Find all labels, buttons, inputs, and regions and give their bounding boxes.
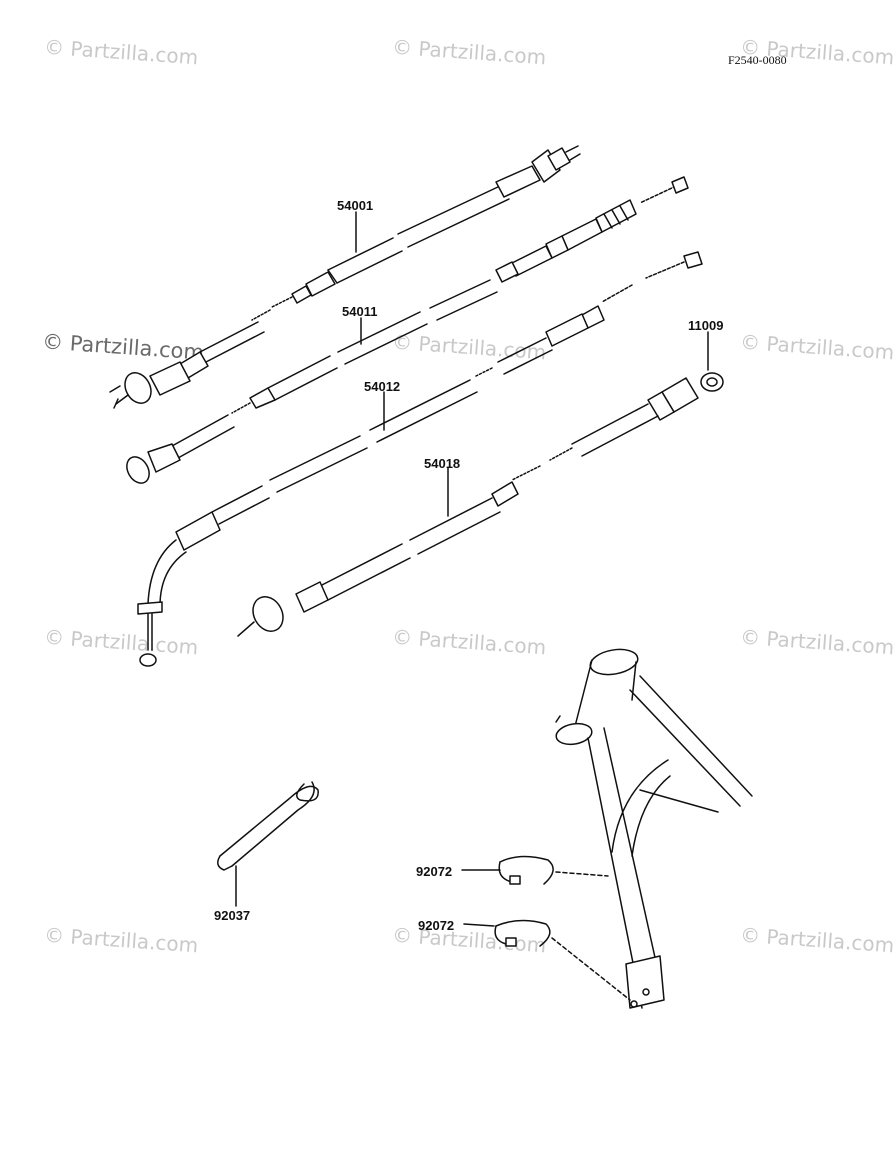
tachometer-cable[interactable] bbox=[237, 377, 699, 637]
cable-clamp[interactable] bbox=[217, 781, 319, 871]
band-lower[interactable] bbox=[494, 919, 551, 947]
part-label-11009[interactable]: 11009 bbox=[688, 318, 724, 333]
band-upper[interactable] bbox=[498, 855, 554, 885]
figure-code: F2540-0080 bbox=[728, 53, 787, 67]
throttle-cable[interactable] bbox=[137, 251, 703, 667]
part-label-92072-upper[interactable]: 92072 bbox=[416, 864, 453, 879]
part-label-54012[interactable]: 54012 bbox=[364, 379, 401, 394]
clutch-cable[interactable] bbox=[122, 176, 689, 487]
washer[interactable] bbox=[700, 372, 724, 392]
part-label-54018[interactable]: 54018 bbox=[424, 456, 461, 471]
part-label-92037[interactable]: 92037 bbox=[214, 908, 251, 923]
speedometer-cable[interactable] bbox=[109, 145, 581, 409]
part-label-54011[interactable]: 54011 bbox=[342, 304, 378, 319]
frame bbox=[555, 648, 753, 1009]
part-label-92072-lower[interactable]: 92072 bbox=[418, 918, 455, 933]
part-label-54001[interactable]: 54001 bbox=[337, 198, 374, 213]
